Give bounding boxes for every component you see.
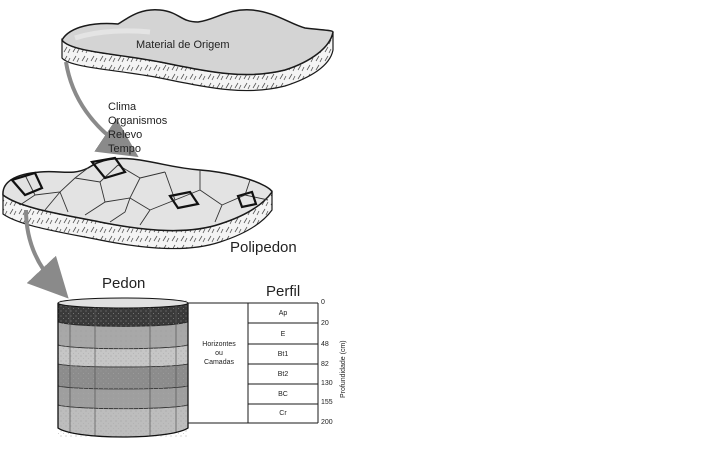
depth-155: 155 xyxy=(321,399,333,406)
horizon-group-label: Horizontes ou Camadas xyxy=(196,340,242,367)
parent-material-slab xyxy=(61,9,334,92)
depth-200: 200 xyxy=(321,419,333,426)
depth-axis-label: Profundidade (cm) xyxy=(340,340,347,398)
horizon-bt1: Bt1 xyxy=(277,351,289,358)
horizon-group-word-3: Camadas xyxy=(204,359,234,366)
depth-130: 130 xyxy=(321,380,333,387)
horizon-bt2: Bt2 xyxy=(277,371,289,378)
horizon-ap: Ap xyxy=(278,310,288,317)
polipedon-slab xyxy=(2,156,273,250)
horizon-e: E xyxy=(280,331,286,338)
horizon-group-word-1: Horizontes xyxy=(202,341,236,348)
depth-0: 0 xyxy=(321,299,325,306)
parent-material-top xyxy=(61,9,334,76)
horizon-group-word-2: ou xyxy=(215,350,223,357)
pedon-network xyxy=(19,164,269,226)
factor-relief: Relevo xyxy=(108,129,143,141)
arrow-to-polipedon xyxy=(64,61,139,158)
horizon-bc: BC xyxy=(278,391,288,398)
polipedon-label: Polipedon xyxy=(230,239,297,256)
horizon-cr: Cr xyxy=(279,410,287,417)
perfil-label: Perfil xyxy=(266,283,301,300)
pedon-column xyxy=(57,297,189,438)
depth-20: 20 xyxy=(321,320,329,327)
parent-material-label: Material de Origem xyxy=(136,39,230,51)
pedon-label: Pedon xyxy=(102,275,146,292)
profile-table xyxy=(187,302,319,424)
depth-48: 48 xyxy=(321,341,329,348)
arrow-to-pedon xyxy=(24,209,69,299)
polipedon-top xyxy=(2,157,273,232)
depth-82: 82 xyxy=(321,361,329,368)
formation-factors-list: Clima Organismos Relevo Tempo xyxy=(108,100,167,156)
factor-climate: Clima xyxy=(108,101,137,113)
factor-organisms: Organismos xyxy=(108,115,168,127)
factor-time: Tempo xyxy=(108,143,142,155)
